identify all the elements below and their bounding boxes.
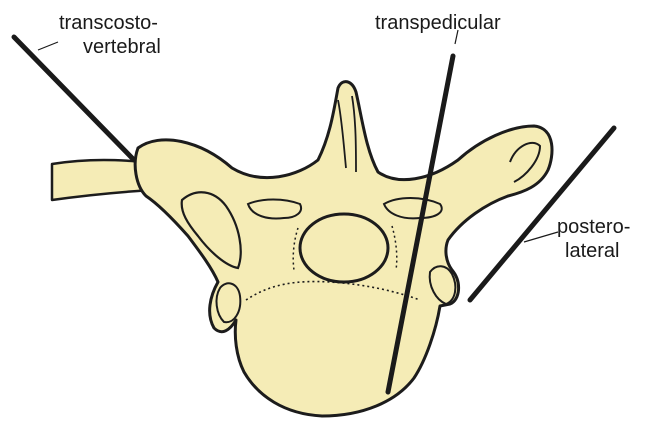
label-posterolateral-line2: lateral [557, 239, 630, 263]
label-transcostovertebral: transcosto- vertebral [59, 11, 161, 59]
left-costal-facet [217, 283, 241, 322]
label-leader-transcostovertebral [38, 42, 58, 50]
label-transcostovertebral-line1: transcosto- [59, 12, 158, 34]
label-leader-posterolateral [524, 232, 558, 242]
vertebral-foramen [300, 214, 388, 282]
label-posterolateral-line1: postero- [557, 216, 630, 238]
label-posterolateral: postero- lateral [557, 215, 630, 263]
label-transpedicular: transpedicular [375, 11, 501, 35]
label-transcostovertebral-line2: vertebral [59, 35, 161, 59]
